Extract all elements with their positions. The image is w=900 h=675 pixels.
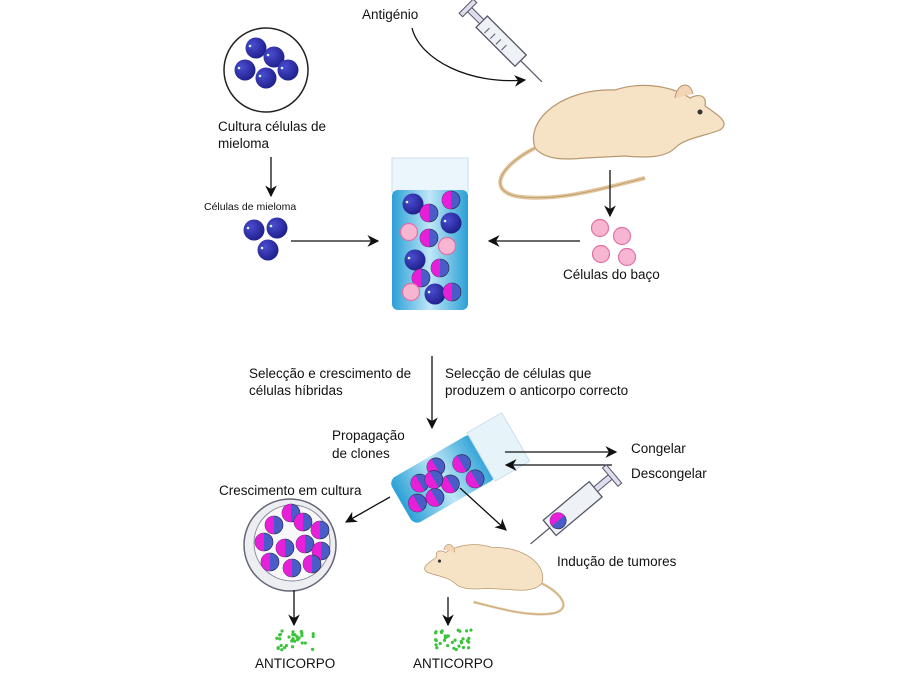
antibody-dot	[280, 629, 284, 633]
syringe-clones-icon	[530, 463, 623, 545]
antibody-dot	[311, 634, 315, 639]
antibody-dot	[450, 640, 454, 644]
antibody-culture-label: ANTICORPO	[255, 656, 335, 671]
antibody-dot	[465, 629, 469, 633]
antibody-dot	[279, 643, 283, 648]
antibody-dot	[300, 631, 304, 635]
arrow-to-mouse	[459, 487, 507, 531]
antibody-mouse-label: ANTICORPO	[413, 656, 493, 671]
antibody-dot	[291, 630, 295, 634]
antibody-dot	[467, 636, 471, 640]
antibody-dot	[303, 641, 307, 645]
antibody-dot	[434, 643, 438, 647]
antibody-dot	[275, 636, 279, 640]
antibody-particles-culture	[275, 629, 315, 652]
selection-correct-label-2: produzem o anticorpo correcto	[445, 383, 628, 398]
clone-tube	[391, 412, 531, 523]
spleen-cells-label: Células do baço	[563, 267, 660, 282]
freeze-label: Congelar	[631, 441, 686, 456]
antibody-dot	[311, 632, 315, 636]
antigen-label: Antigénio	[362, 7, 418, 22]
fusion-tube	[391, 157, 469, 310]
culture-growth-label: Crescimento em cultura	[219, 483, 362, 498]
antibody-dot	[310, 647, 315, 651]
spleen-cells	[590, 218, 637, 267]
antibody-dot	[282, 646, 287, 650]
antibody-dot	[297, 636, 301, 640]
propagation-label-2: de clones	[332, 446, 390, 461]
myeloma-cells-label: Células de mieloma	[204, 201, 296, 213]
antibody-dot	[444, 635, 448, 639]
mouse-2-icon	[423, 543, 565, 616]
antibody-dot	[439, 630, 444, 634]
arrow-to-culture	[344, 496, 391, 523]
antigen-arrow	[411, 27, 527, 87]
antibody-particles-mouse	[433, 628, 473, 652]
myeloma-cells	[243, 217, 288, 261]
antibody-dot	[300, 634, 304, 638]
antibody-dot	[459, 641, 464, 645]
antibody-dot	[457, 644, 461, 648]
antibody-dot	[469, 628, 473, 632]
antibody-dot	[442, 638, 447, 642]
myeloma-culture-label-2: mieloma	[218, 136, 270, 151]
antibody-dot	[456, 628, 460, 632]
antibody-dot	[292, 633, 296, 637]
antibody-dot	[276, 646, 280, 651]
antibody-dot	[290, 645, 295, 649]
antibody-dot	[278, 632, 283, 637]
antibody-dot	[452, 646, 456, 650]
antibody-dot	[467, 640, 471, 644]
antibody-dot	[438, 641, 442, 646]
thaw-label: Descongelar	[631, 466, 707, 481]
antibody-dot	[284, 644, 288, 648]
selection-growth-label: Selecção e crescimento de	[249, 366, 411, 381]
antibody-dot	[300, 641, 304, 645]
myeloma-culture-dish	[223, 27, 309, 113]
selection-growth-label-2: células híbridas	[249, 383, 343, 398]
antibody-dot	[280, 648, 284, 652]
antibody-dot	[461, 637, 465, 641]
antibody-dot	[287, 635, 291, 639]
propagation-label: Propagação	[332, 428, 405, 443]
antibody-dot	[453, 638, 457, 642]
antibody-dot	[278, 637, 282, 641]
antibody-dot	[446, 644, 450, 648]
antibody-dot	[466, 646, 471, 650]
mouse-icon	[498, 82, 727, 200]
antibody-dot	[291, 637, 295, 641]
antibody-dot	[435, 646, 439, 650]
antibody-dot	[434, 630, 438, 634]
tumor-induction-label: Indução de tumores	[557, 554, 677, 569]
antibody-dot	[461, 645, 466, 650]
antibody-dot	[454, 647, 458, 652]
selection-correct-label: Selecção de células que	[445, 366, 591, 381]
culture-dish	[243, 498, 337, 592]
antibody-dot	[434, 638, 438, 643]
myeloma-culture-label: Cultura células de	[218, 119, 326, 134]
